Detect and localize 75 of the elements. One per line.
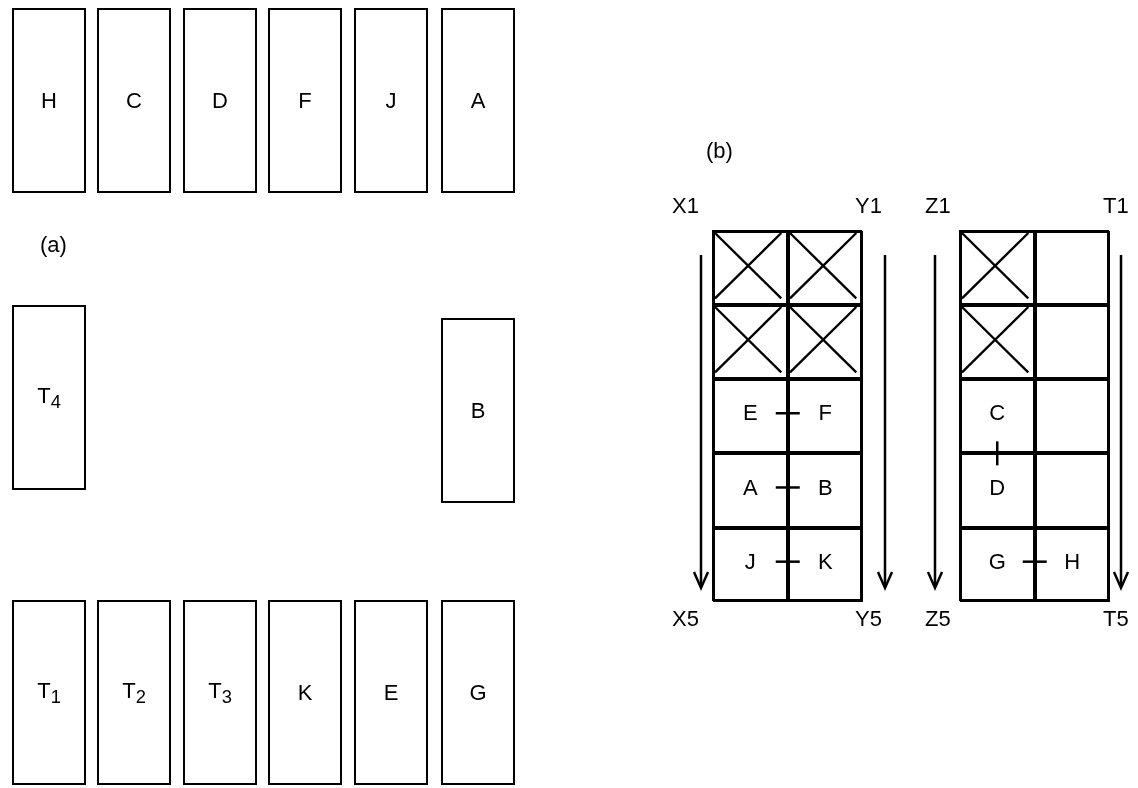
box-letter: T$_{2}$ (122, 679, 146, 706)
box-letter: J (385, 89, 397, 112)
grid-cell (959, 527, 1035, 602)
panel-label: (a) (40, 232, 67, 258)
grid-cell (1034, 527, 1110, 602)
letter-box (354, 600, 428, 785)
panel-label: Z1 (925, 193, 951, 219)
box-letter: H (41, 89, 57, 112)
link-tick (1022, 560, 1047, 563)
grid-cell (787, 527, 863, 602)
box-letter: T$_{3}$ (208, 679, 232, 706)
panel-label: Z5 (925, 606, 951, 632)
box-letter: D (212, 89, 228, 112)
crossed-cell (787, 304, 863, 380)
storage-grid (959, 230, 1109, 601)
box-letter: C (989, 402, 1006, 425)
box-letter: D (989, 476, 1006, 499)
empty-cell (1034, 453, 1110, 528)
grid-cell (959, 453, 1035, 528)
letter-box (441, 8, 515, 193)
letter-box (12, 600, 86, 785)
box-letter: F (298, 89, 312, 112)
letter-box (183, 600, 257, 785)
letter-box (268, 8, 342, 193)
link-tick (775, 486, 800, 489)
box-letter: J (744, 550, 756, 573)
panel-label: T5 (1103, 606, 1129, 632)
panel-label: T1 (1103, 193, 1129, 219)
box-letter: T$_{4}$ (37, 384, 61, 411)
crossed-cell (959, 304, 1035, 380)
grid-cell (712, 527, 788, 602)
box-letter: E (383, 681, 399, 704)
box-letter: F (818, 402, 832, 425)
box-letter: B (470, 399, 486, 422)
box-letter: B (817, 476, 833, 499)
panel-label: Y1 (855, 193, 882, 219)
panel-label: X5 (672, 606, 699, 632)
crossed-cell (712, 230, 788, 305)
box-letter: K (817, 550, 833, 573)
letter-box (441, 600, 515, 785)
box-letter: E (742, 402, 758, 425)
grid-cell (787, 379, 863, 454)
letter-box (441, 318, 515, 503)
box-letter: T$_{1}$ (37, 679, 61, 706)
grid-cell (787, 453, 863, 528)
letter-box (268, 600, 342, 785)
box-letter: G (469, 681, 487, 704)
link-tick (996, 441, 999, 466)
letter-box (183, 8, 257, 193)
crossed-cell (712, 304, 788, 380)
letter-box (12, 305, 86, 490)
panel-label: Y5 (855, 606, 882, 632)
crossed-cell (787, 230, 863, 305)
link-tick (775, 560, 800, 563)
storage-grid (712, 230, 862, 601)
grid-cell (959, 379, 1035, 454)
box-letter: A (742, 476, 758, 499)
panel-label: X1 (672, 193, 699, 219)
box-letter: G (988, 550, 1006, 573)
empty-cell (1034, 304, 1110, 380)
grid-cell (712, 379, 788, 454)
box-letter: A (470, 89, 486, 112)
box-letter: H (1064, 550, 1081, 573)
letter-box (97, 600, 171, 785)
link-tick (775, 412, 800, 415)
box-letter: K (297, 681, 313, 704)
empty-cell (1034, 379, 1110, 454)
letter-box (12, 8, 86, 193)
box-letter: C (126, 89, 142, 112)
panel-label: (b) (706, 138, 733, 164)
empty-cell (1034, 230, 1110, 305)
letter-box (354, 8, 428, 193)
crossed-cell (959, 230, 1035, 305)
letter-box (97, 8, 171, 193)
grid-cell (712, 453, 788, 528)
